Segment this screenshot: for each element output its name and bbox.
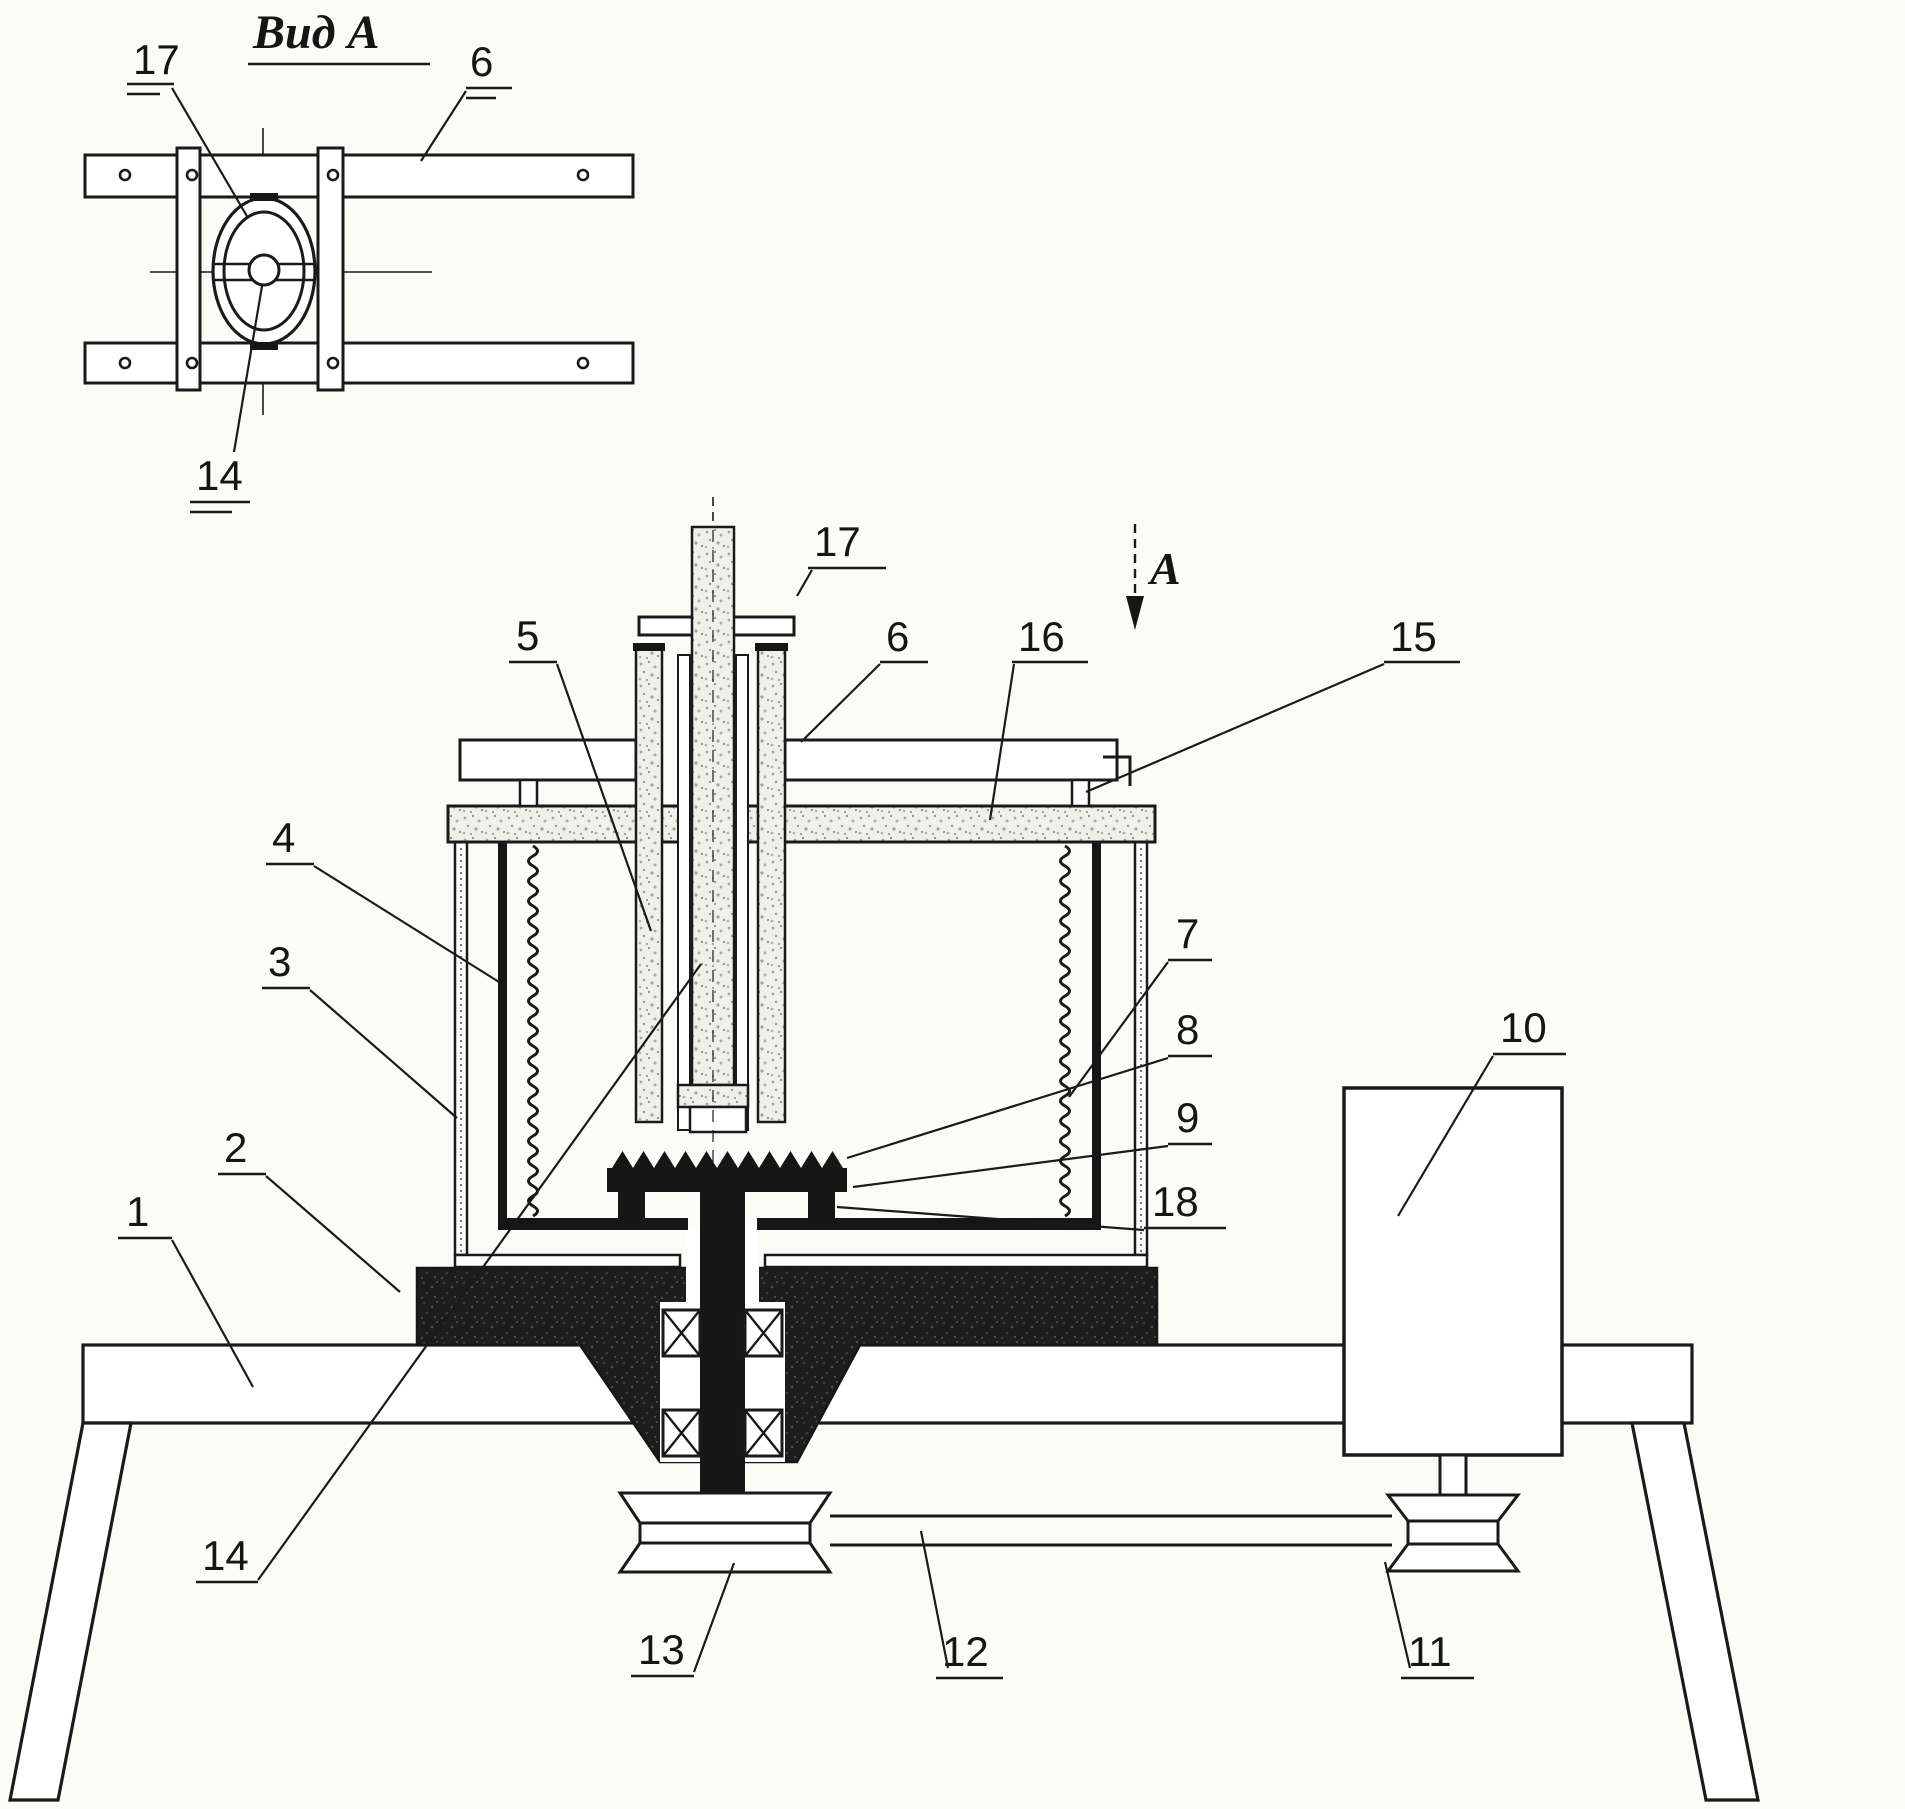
casing-bottom-left bbox=[453, 1253, 682, 1269]
tube-wall-left bbox=[634, 645, 664, 1124]
view-arrow-head bbox=[1126, 596, 1144, 630]
support-foot-left bbox=[618, 1192, 645, 1220]
label-16: 16 bbox=[1018, 613, 1065, 660]
spring-left bbox=[527, 844, 539, 1218]
top-view: Вид А 17 bbox=[83, 6, 635, 514]
right-leg bbox=[1630, 1421, 1760, 1802]
label-6: 6 bbox=[886, 613, 909, 660]
label-10: 10 bbox=[1500, 1004, 1547, 1051]
stud-right bbox=[1070, 778, 1091, 808]
handwheel-inner bbox=[222, 210, 306, 332]
label-14-topview: 14 bbox=[196, 452, 243, 499]
lid bbox=[446, 804, 1157, 844]
rail-bottom bbox=[83, 341, 635, 385]
rivet-holes bbox=[118, 168, 590, 370]
contact-pad-bottom bbox=[250, 342, 278, 350]
label-1: 1 bbox=[126, 1188, 149, 1235]
strap-left bbox=[175, 146, 202, 392]
main-view: A 1 2 3 4 5 17 6 16 15 7 8 9 bbox=[8, 497, 1760, 1802]
motor bbox=[1342, 1086, 1564, 1457]
spindle bbox=[700, 1190, 745, 1493]
label-3: 3 bbox=[268, 938, 291, 985]
tube-cap-right bbox=[755, 643, 788, 651]
contact-pad-top bbox=[250, 193, 278, 201]
view-arrow-letter: A bbox=[1147, 543, 1181, 594]
tube-cap-left bbox=[633, 643, 665, 651]
base-block bbox=[415, 1266, 1159, 1464]
leader-14-topview bbox=[232, 285, 264, 453]
label-6-topview: 6 bbox=[470, 38, 493, 85]
pulley-small bbox=[1384, 1493, 1522, 1573]
leader-17-topview bbox=[171, 87, 249, 219]
label-8: 8 bbox=[1176, 1006, 1199, 1053]
label-7: 7 bbox=[1176, 910, 1199, 957]
label-9: 9 bbox=[1176, 1094, 1199, 1141]
rail-top bbox=[83, 153, 635, 199]
liner-wall-left bbox=[677, 654, 691, 1131]
spring-right bbox=[1059, 844, 1071, 1218]
label-4: 4 bbox=[272, 814, 295, 861]
left-leg bbox=[8, 1421, 133, 1802]
disc-teeth bbox=[612, 1151, 843, 1168]
support-foot-right bbox=[808, 1192, 835, 1220]
label-5: 5 bbox=[516, 612, 539, 659]
tube-wall-right bbox=[756, 645, 787, 1124]
label-15: 15 bbox=[1390, 613, 1437, 660]
liner-cap bbox=[688, 1105, 748, 1134]
disc-teeth-dots bbox=[630, 1160, 825, 1166]
label-2: 2 bbox=[224, 1124, 247, 1171]
label-18: 18 bbox=[1152, 1178, 1199, 1225]
top-plate-right bbox=[783, 738, 1119, 782]
liner-wall-right bbox=[735, 654, 749, 1131]
motor-shaft bbox=[1438, 1453, 1468, 1499]
section-corner-mark bbox=[1103, 755, 1132, 786]
stud-left bbox=[518, 778, 539, 808]
casing-bottom-right bbox=[763, 1253, 1149, 1269]
vessel-wall-right bbox=[1092, 842, 1101, 1222]
label-12: 12 bbox=[942, 1628, 989, 1675]
pulley-large bbox=[617, 1491, 833, 1574]
top-view-title: Вид А bbox=[252, 6, 380, 59]
label-11: 11 bbox=[1408, 1628, 1452, 1675]
vessel-bottom-left bbox=[498, 1218, 688, 1230]
bearings bbox=[661, 1308, 784, 1458]
disc-platform bbox=[607, 1168, 847, 1192]
part-labels: 1 2 3 4 5 17 6 16 15 7 8 9 18 bbox=[118, 518, 1566, 1680]
vessel-wall-left bbox=[498, 842, 507, 1222]
strap-right bbox=[316, 146, 345, 392]
top-plate-left bbox=[458, 738, 638, 782]
leader-6-topview bbox=[420, 90, 467, 162]
label-17: 17 bbox=[814, 518, 861, 565]
label-17-topview: 17 bbox=[133, 36, 180, 83]
label-14: 14 bbox=[202, 1532, 249, 1579]
handwheel-hub bbox=[247, 253, 281, 287]
label-13: 13 bbox=[638, 1626, 685, 1673]
